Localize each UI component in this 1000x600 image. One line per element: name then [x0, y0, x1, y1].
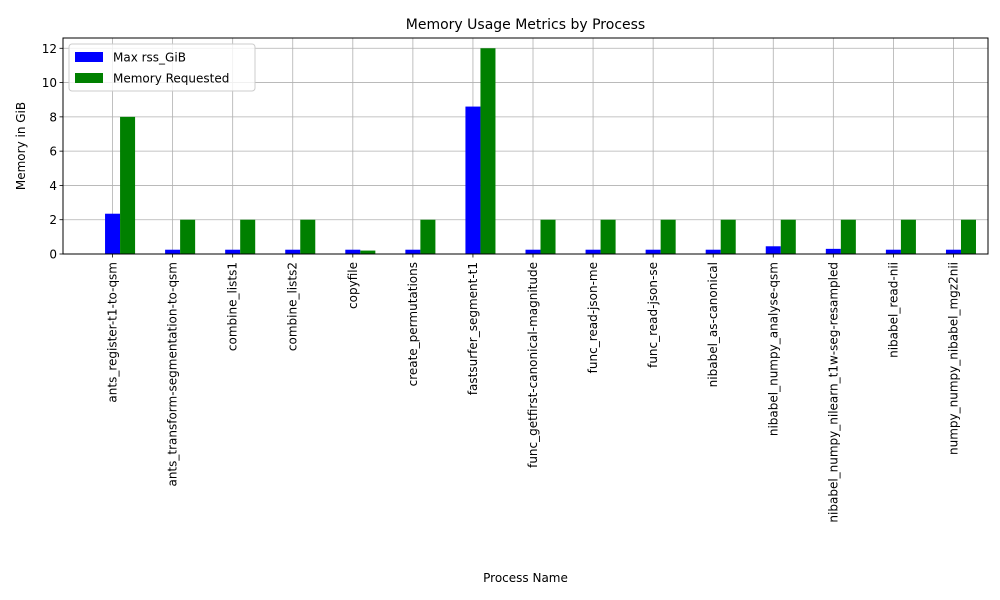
y-tick-label: 8 [49, 110, 57, 124]
x-tick-label: nibabel_read-nii [886, 262, 900, 358]
x-tick-label: nibabel_numpy_analyse-qsm [766, 262, 780, 436]
bar-memory-requested [300, 219, 316, 254]
bar-memory-requested [420, 219, 436, 254]
x-tick-label: ants_register-t1-to-qsm [106, 262, 120, 403]
bar-max-rss [945, 249, 961, 254]
x-tick-label: func_read-json-me [586, 262, 600, 373]
bar-memory-requested [960, 219, 976, 254]
y-tick-label: 4 [49, 179, 57, 193]
legend-swatch [75, 73, 103, 83]
x-tick-label: nibabel_numpy_nilearn_t1w-seg-resampled [826, 262, 840, 523]
bar-max-rss [345, 249, 361, 254]
bar-memory-requested [660, 219, 676, 254]
bars [105, 48, 976, 255]
bar-memory-requested [840, 219, 856, 254]
legend-swatch [75, 52, 103, 62]
x-tick-label: combine_lists1 [226, 262, 240, 351]
y-tick-label: 10 [42, 76, 57, 90]
bar-max-rss [825, 248, 841, 254]
y-axis-title: Memory in GiB [14, 102, 28, 190]
bar-memory-requested [900, 219, 916, 254]
legend-label: Memory Requested [113, 72, 229, 86]
bar-max-rss [525, 249, 541, 254]
x-tick-label: fastsurfer_segment-t1 [466, 262, 480, 395]
bar-max-rss [645, 249, 661, 254]
bar-memory-requested [540, 219, 556, 254]
x-tick-label: create_permutations [406, 262, 420, 386]
bar-memory-requested [120, 116, 136, 254]
y-tick-label: 0 [49, 248, 57, 262]
legend: Max rss_GiB Memory Requested [68, 43, 256, 92]
bar-memory-requested [780, 219, 796, 254]
bar-max-rss [765, 246, 781, 254]
x-tick-label: combine_lists2 [286, 262, 300, 351]
bar-max-rss [165, 249, 181, 254]
bar-max-rss [225, 249, 241, 254]
x-tick-label: ants_transform-segmentation-to-qsm [166, 262, 180, 487]
bar-max-rss [705, 249, 721, 254]
bar-memory-requested [720, 219, 736, 254]
bar-memory-requested [180, 219, 196, 254]
bar-max-rss [285, 249, 301, 254]
bar-max-rss [585, 249, 601, 254]
x-axis-ticks: ants_register-t1-to-qsm ants_transform-se… [106, 254, 960, 523]
x-tick-label: nibabel_as-canonical [706, 262, 720, 387]
x-tick-label: numpy_numpy_nibabel_mgz2nii [946, 262, 960, 455]
bar-memory-requested [240, 219, 256, 254]
bar-memory-requested [600, 219, 616, 254]
bar-memory-requested [360, 250, 376, 254]
y-tick-label: 2 [49, 213, 57, 227]
y-tick-label: 12 [42, 42, 57, 56]
bar-max-rss [405, 249, 421, 254]
y-tick-label: 6 [49, 145, 57, 159]
y-axis-ticks: 0 2 4 6 8 10 12 [42, 42, 63, 262]
x-axis-title: Process Name [483, 571, 568, 585]
bar-memory-requested [480, 48, 496, 255]
legend-label: Max rss_GiB [113, 51, 186, 65]
bar-max-rss [105, 213, 121, 254]
x-tick-label: copyfile [346, 262, 360, 309]
bar-max-rss [465, 106, 481, 254]
legend-box [68, 43, 256, 92]
x-tick-label: func_read-json-se [646, 262, 660, 368]
plot-area-frame [62, 37, 989, 255]
chart-title: Memory Usage Metrics by Process [406, 17, 645, 33]
x-tick-label: func_getfirst-canonical-magnitude [526, 262, 540, 468]
bar-max-rss [885, 249, 901, 254]
